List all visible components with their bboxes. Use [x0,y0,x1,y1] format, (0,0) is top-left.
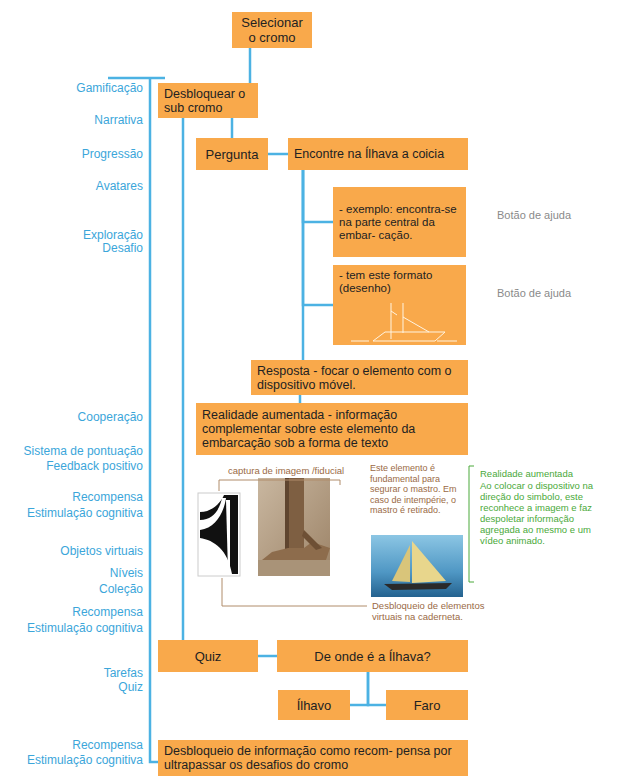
annotation-heading: Realidade aumentada [480,468,612,479]
element-photo [258,478,330,576]
box-text: Realidade aumentada - informação complem… [202,408,462,450]
feature-label: Avatares [3,180,143,193]
box-text: Desbloquear o sub cromo [164,87,252,115]
connector-line [249,48,252,83]
annotation-text: Ao colocar o dispositivo na direção do s… [480,480,612,546]
process-box: De onde é a Ílhava? [277,640,468,672]
process-box: Desbloquear o sub cromo [158,83,258,118]
annotation-bracket [469,466,474,582]
process-box: Encontre na Ílhava a coicia [288,138,468,170]
sketch-stroke [391,311,397,315]
support-piece [302,530,322,550]
leader-line [222,578,367,606]
box-text: Pergunta [200,147,264,162]
boat-sail [412,541,446,583]
connector-line [302,170,305,360]
process-box: Pergunta [196,138,268,170]
process-box: Desbloqueio de informação como recom- pe… [158,740,468,776]
caption-note: Desbloqueio de elementos virtuais na cad… [372,600,502,622]
feature-label: Estimulação cognitiva [3,754,143,767]
process-box: - exemplo: encontra-se na parte central … [333,187,466,257]
connector-line [231,118,234,138]
process-box: Faro [386,690,468,720]
box-text: - exemplo: encontra-se na parte central … [339,203,460,242]
box-text: Encontre na Ílhava a coicia [294,147,462,161]
box-text: Desbloqueio de informação como recom- pe… [164,744,462,772]
fiducial-marker [198,493,240,576]
feature-label: Progressão [3,148,143,161]
box-text: Ílhavo [282,698,346,713]
connector-line [299,395,302,403]
feature-label: Estimulação cognitiva [3,622,143,635]
process-box: Realidade aumentada - informação complem… [196,403,468,455]
feature-label: Narrativa [3,114,143,127]
box-text: Faro [390,698,464,713]
feature-label: Níveis [3,567,143,580]
mast-post [288,478,304,560]
process-box: Quiz [158,640,258,672]
feature-label: Sistema de pontuação [3,445,143,458]
sketch-stroke [437,341,457,342]
box-text: De onde é a Ílhava? [281,649,464,664]
base-block [262,542,330,560]
process-box: Resposta - focar o elemento com o dispos… [251,360,468,395]
boat-hull [384,583,452,590]
caption-note: captura de imagem /fiducial [228,465,348,476]
deck [258,560,330,576]
process-box: Ílhavo [278,690,350,720]
feature-label: Recompensa [3,491,143,504]
connector-line [258,655,277,658]
fiducial-shape [200,495,238,574]
box-text: Selecionar o cromo [236,15,308,45]
boat-photo [371,535,463,597]
feature-label: Cooperação [3,411,143,424]
sketch-stroke [403,317,429,332]
connector-line [368,672,386,705]
connector-line [303,170,333,222]
shape-sketch [333,301,466,345]
help-note: Botão de ajuda [497,287,607,300]
connector-line [350,672,368,705]
box-text: Quiz [162,649,254,664]
feature-label: Feedback positivo [3,460,143,473]
connector-line [303,170,333,305]
sketch-stroke [391,303,392,339]
fiducial-stripe [200,498,226,530]
boat-jib [392,545,410,582]
help-note: Botão de ajuda [497,209,607,222]
sketch-stroke [373,332,445,341]
feature-label: Objetos virtuais [3,545,143,558]
feature-label: Desafio [3,242,143,255]
sketch-stroke [351,341,369,342]
leader-line [219,480,340,491]
feature-label: Quiz [3,681,143,694]
feature-label: Tarefas [3,667,143,680]
feature-label: Recompensa [3,739,143,752]
process-box: Selecionar o cromo [232,12,312,48]
feature-label: Gamificação [3,82,143,95]
caption-note: Este elemento é fundamental para segurar… [370,463,464,516]
connector-line [182,118,185,640]
feature-label: Estimulação cognitiva [3,507,143,520]
process-box: - tem este formato (desenho) [333,265,466,345]
box-text: - tem este formato (desenho) [339,269,460,295]
connector-line [268,153,288,156]
fiducial-stripe [226,500,230,572]
feature-label: Recompensa [3,606,143,619]
feature-label: Exploração [3,229,143,242]
box-text: Resposta - focar o elemento com o dispos… [257,364,462,392]
sketch-stroke [403,303,404,333]
feature-label: Coleção [3,583,143,596]
mast-post-shadow [285,478,289,560]
